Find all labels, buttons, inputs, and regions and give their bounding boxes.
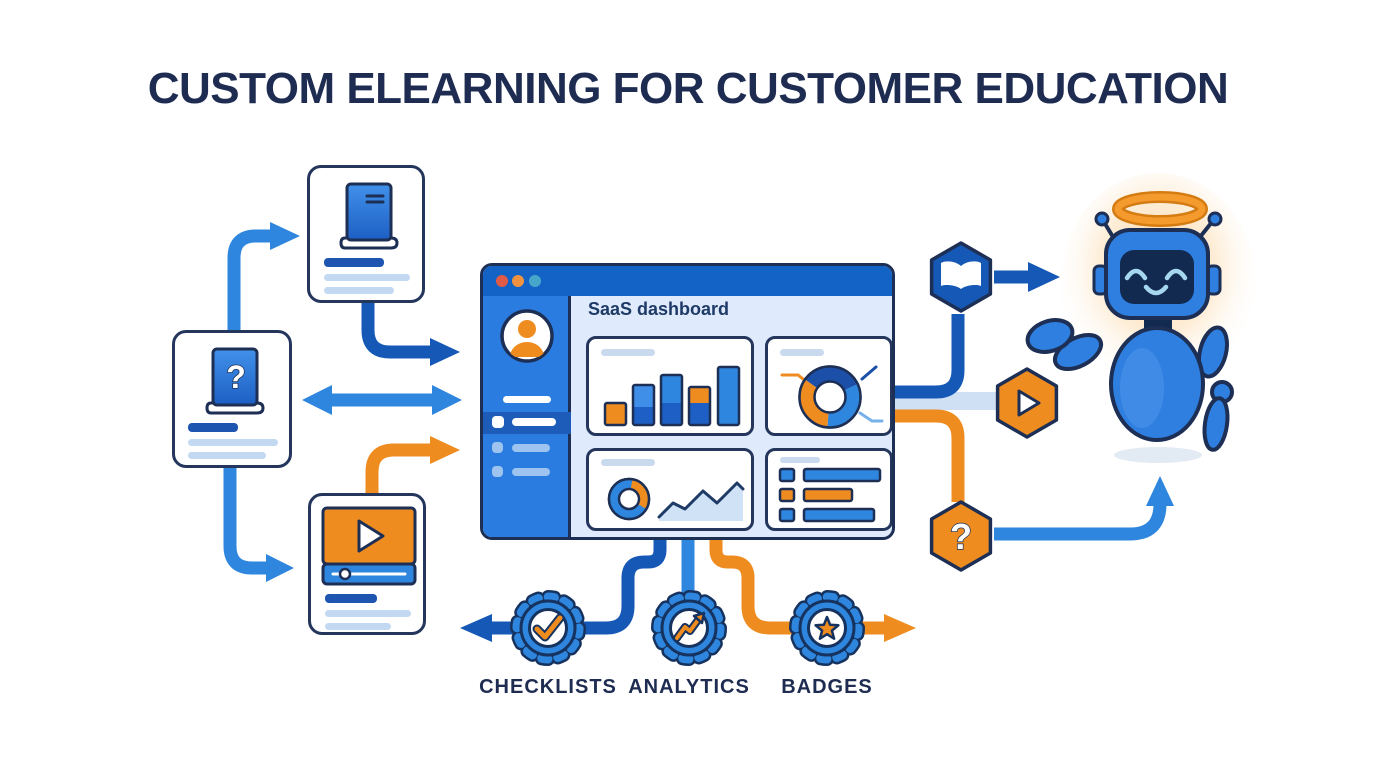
arrow-video-to-dashboard	[365, 436, 460, 500]
question-hexagon: ?	[929, 500, 993, 572]
list-widget	[765, 448, 892, 531]
window-titlebar	[483, 266, 892, 296]
sidebar-item-bullet	[492, 442, 503, 453]
trending-up-icon	[673, 611, 706, 642]
card-text-line	[325, 623, 391, 630]
donut-chart-widget	[765, 336, 892, 436]
saas-dashboard-window: SaaS dashboard	[480, 263, 895, 540]
card-title-bar	[324, 258, 384, 267]
card-text-line	[188, 452, 266, 459]
play-icon	[1017, 389, 1041, 417]
question-book-icon: ?	[205, 347, 265, 415]
checkmark-icon	[532, 613, 565, 642]
open-book-hexagon	[929, 241, 993, 313]
badges-badge	[789, 590, 865, 666]
card-text-line	[324, 287, 394, 294]
play-hexagon	[995, 367, 1059, 439]
robot-arms	[1025, 318, 1234, 452]
video-card	[308, 493, 426, 635]
sidebar-item-bullet	[492, 416, 504, 428]
bar-chart	[601, 349, 741, 427]
window-sidebar	[483, 296, 571, 537]
halo-icon	[1112, 191, 1208, 227]
checklists-badge	[510, 590, 586, 666]
window-title: SaaS dashboard	[588, 299, 730, 319]
arrow-questionhex-up	[994, 476, 1174, 541]
line-dashboard-to-questionhex	[893, 409, 965, 502]
video-player-icon	[321, 506, 417, 586]
card-text-line	[325, 610, 411, 617]
sidebar-item-label-bar	[512, 444, 550, 452]
arrow-guide-to-book	[227, 222, 300, 340]
window-dots-icon	[529, 275, 541, 287]
star-icon	[814, 615, 840, 640]
badges-label: BADGES	[781, 676, 873, 698]
analytics-label: ANALYTICS	[628, 676, 750, 698]
analytics-badge	[651, 590, 727, 666]
card-text-line	[324, 274, 410, 281]
donut-chart	[780, 349, 884, 429]
robot-body-sheen	[1120, 348, 1164, 428]
sidebar-divider	[503, 396, 551, 403]
question-icon: ?	[950, 516, 972, 557]
arrow-guide-to-video	[223, 462, 294, 582]
guide-card: ?	[172, 330, 292, 468]
open-book-icon	[941, 261, 981, 289]
donut-and-line-chart	[601, 459, 745, 521]
connector-badges	[709, 537, 916, 642]
arrow-bidirectional	[302, 385, 462, 415]
line-dashboard-to-bookhex	[893, 314, 965, 399]
arrow-bookhex-to-robot	[994, 262, 1060, 292]
robot-face	[1120, 250, 1194, 304]
book-icon	[339, 182, 399, 250]
window-dots-icon	[496, 275, 508, 287]
arrow-book-to-dashboard	[361, 300, 460, 366]
robot-icon	[1025, 173, 1256, 463]
trend-widget	[586, 448, 754, 531]
card-title-bar	[325, 594, 377, 603]
bar-chart-widget	[586, 336, 754, 436]
checklists-label: CHECKLISTS	[479, 676, 617, 698]
lesson-card	[307, 165, 425, 303]
connector-checklists	[460, 537, 667, 642]
sidebar-item-label-bar	[512, 418, 556, 426]
card-text-line	[188, 439, 278, 446]
robot-face-features	[1124, 268, 1188, 296]
robot-shadow	[1114, 447, 1202, 463]
row-list	[778, 457, 882, 523]
avatar-icon	[500, 309, 554, 363]
robot-antennae	[1094, 211, 1223, 239]
svg-text:?: ?	[226, 359, 246, 395]
page-title: CUSTOM ELEARNING FOR CUSTOMER EDUCATION	[147, 64, 1229, 113]
window-dots-icon	[512, 275, 524, 287]
sidebar-item-label-bar	[512, 468, 550, 476]
sidebar-item-bullet	[492, 466, 503, 477]
card-title-bar	[188, 423, 238, 432]
